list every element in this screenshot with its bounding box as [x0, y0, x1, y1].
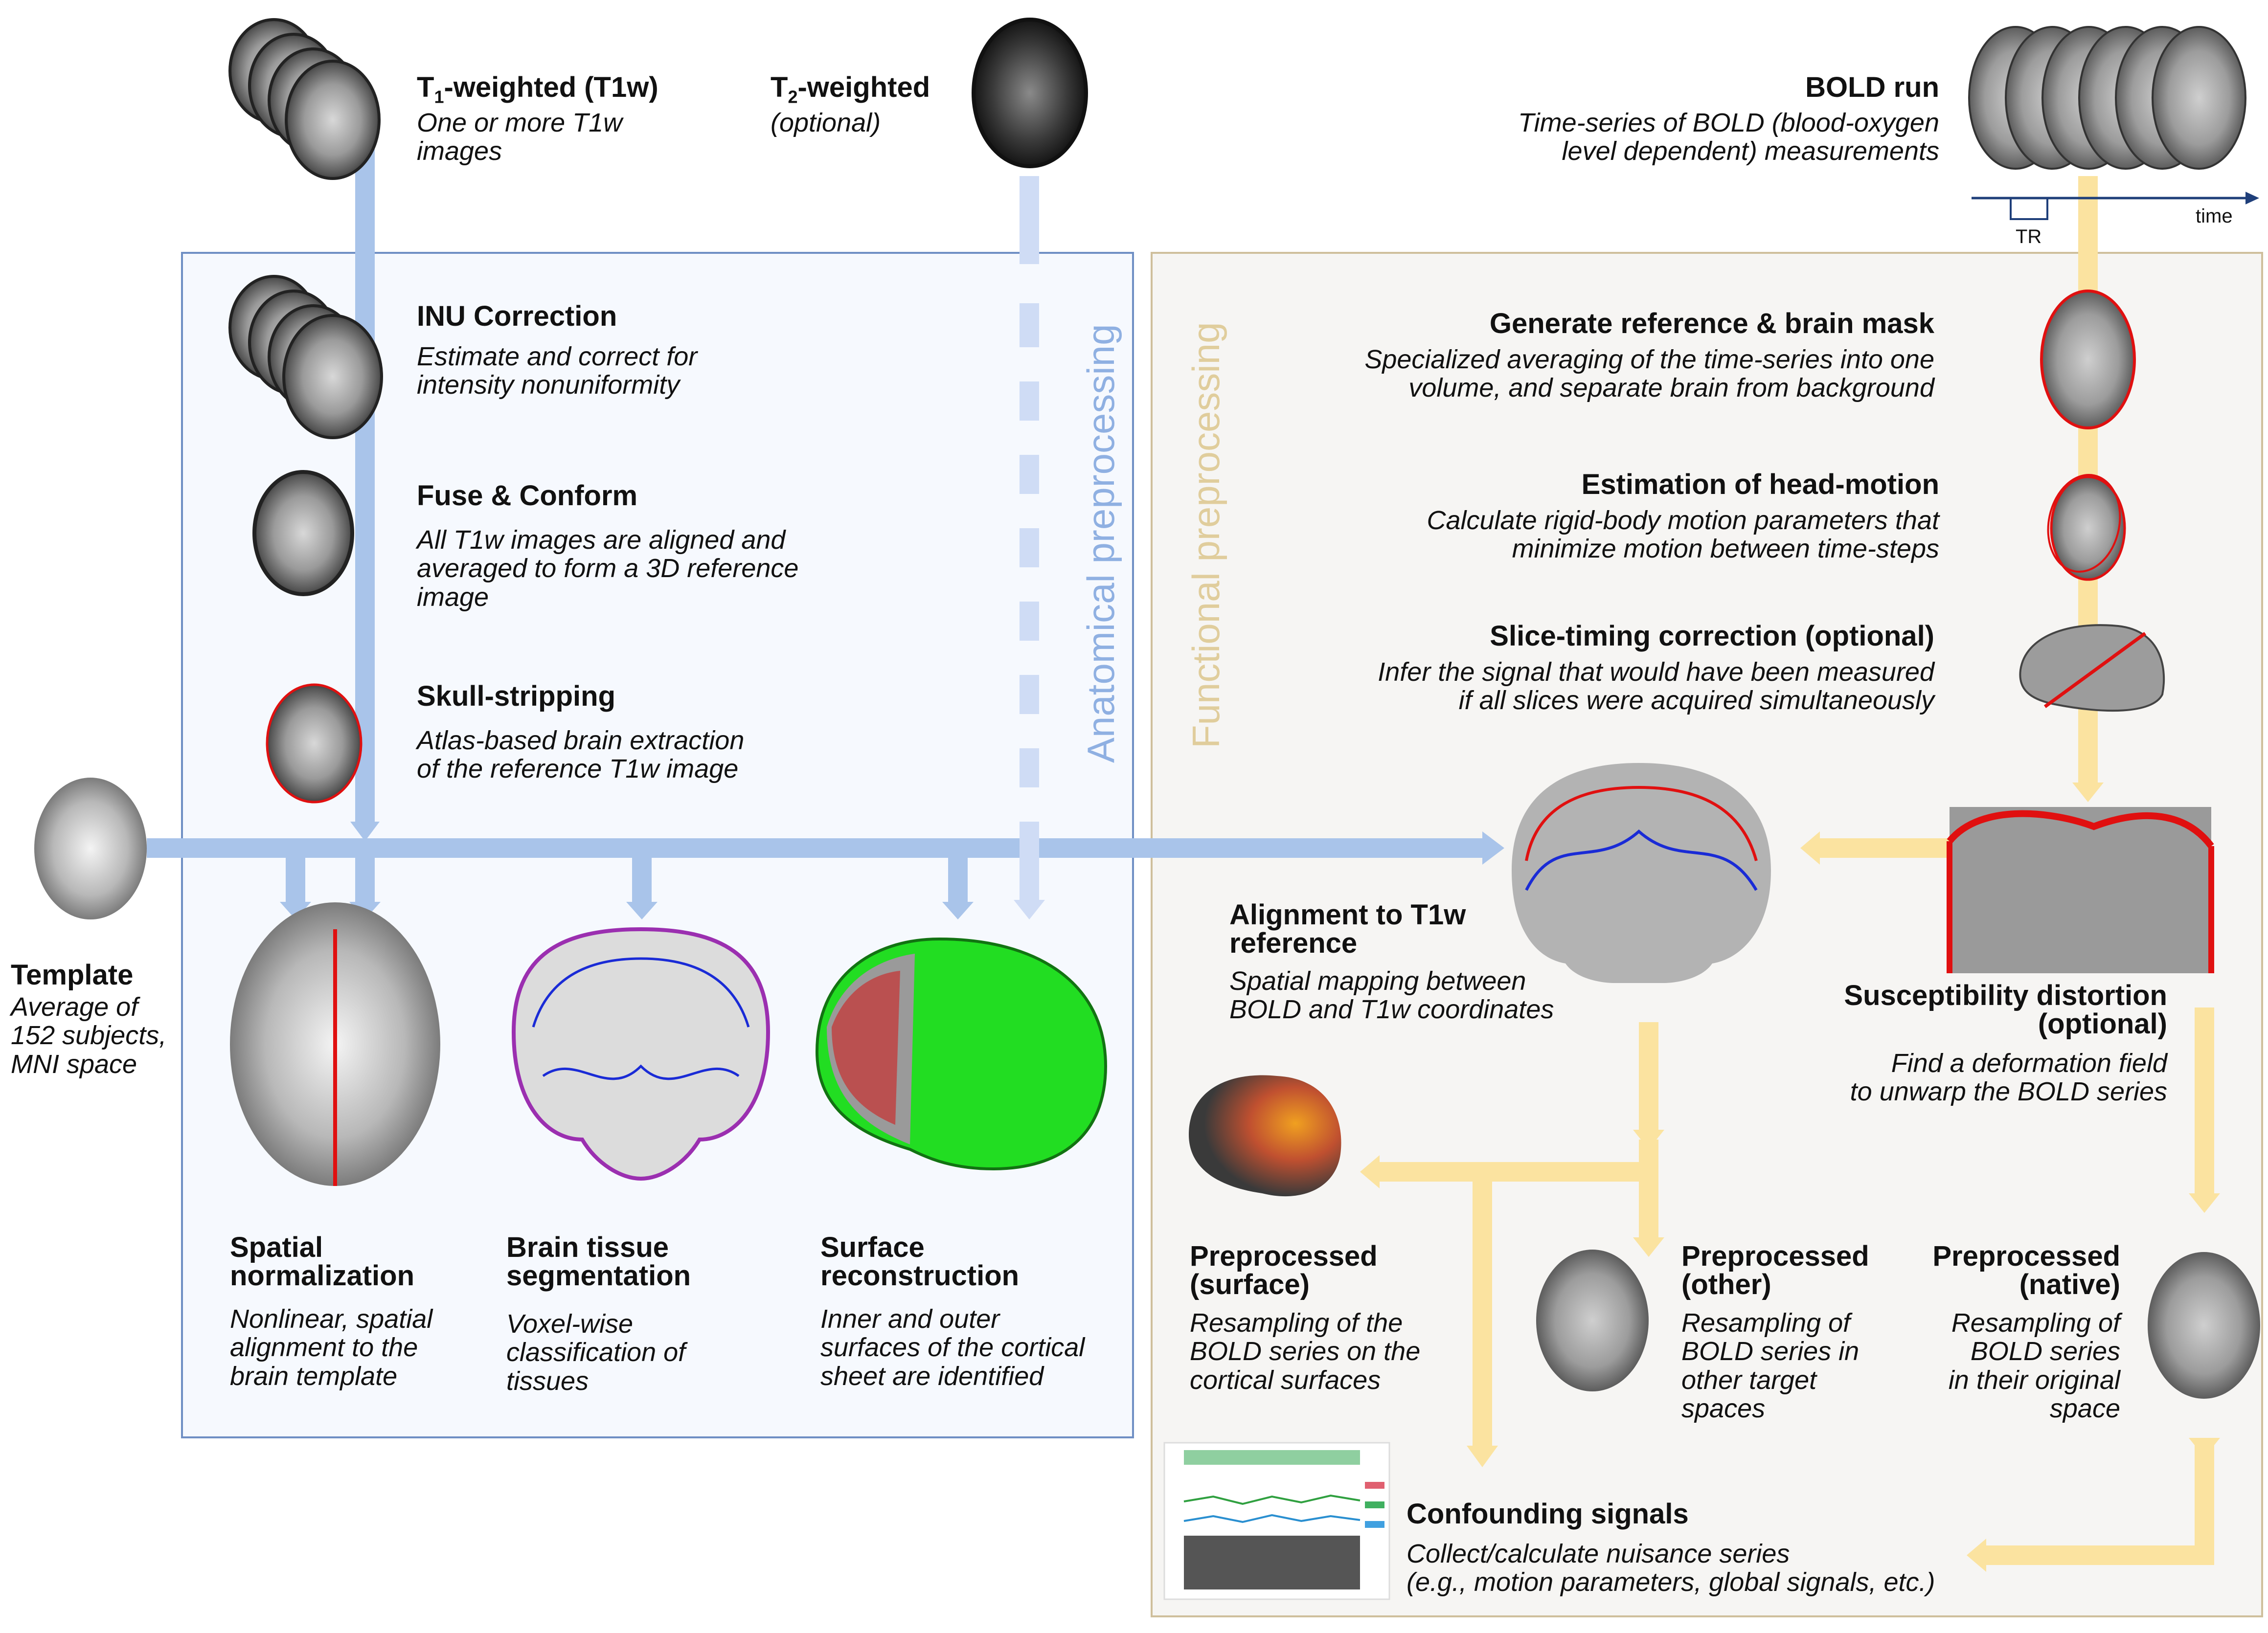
tr-label: TR: [2016, 226, 2042, 247]
bold-reference-mask-image: [2040, 290, 2136, 429]
time-axis: [1972, 192, 2259, 220]
confounds-description: Collect/calculate nuisance series(e.g., …: [1406, 1539, 1935, 1597]
anatomical-section-title: Anatomical preprocessing: [1079, 324, 1122, 763]
bold-run-image-stack: [1968, 26, 2246, 170]
confounds-title: Confounding signals: [1406, 1498, 1689, 1530]
tissue-segmentation-image: [511, 927, 771, 1181]
reference-mask-description: Specialized averaging of the time-series…: [1364, 345, 1934, 403]
template-title: Template: [11, 959, 134, 991]
susceptibility-distortion-image: [1947, 807, 2214, 973]
head-motion-title: Estimation of head-motion: [1581, 469, 1939, 500]
spatial-normalization-image: [230, 902, 440, 1186]
fuse-conform-title: Fuse & Conform: [417, 480, 638, 512]
template-image: [34, 778, 147, 919]
bold-run-title: BOLD run: [1805, 71, 1939, 103]
anatomical-arrows: [147, 98, 1504, 919]
t1w-image-stack: [228, 18, 381, 180]
slice-timing-title: Slice-timing correction (optional): [1490, 620, 1934, 652]
surface-output-image: [1189, 1075, 1341, 1197]
t1w-description: One or more T1w images: [417, 108, 623, 166]
t1w-title: T1-weighted (T1w): [417, 71, 658, 107]
functional-section-title: Functional preprocessing: [1184, 322, 1227, 748]
t2w-dashed-arrow: [1014, 176, 1045, 919]
surface-reconstruction-image: [815, 937, 1108, 1171]
slice-timing-description: Infer the signal that would have been me…: [1378, 657, 1934, 716]
reference-mask-title: Generate reference & brain mask: [1489, 308, 1934, 339]
fused-reference-image: [252, 470, 354, 596]
time-label: time: [2196, 205, 2233, 227]
susceptibility-title: Susceptibility distortion(optional): [1844, 980, 2167, 1040]
t2w-description: (optional): [771, 108, 881, 137]
other-output-image: [1536, 1250, 1649, 1391]
inu-image-stack: [228, 275, 383, 439]
inu-correction-title: INU Correction: [417, 300, 617, 332]
head-motion-description: Calculate rigid-body motion parameters t…: [1427, 506, 1939, 564]
preprocessed-native-title: Preprocessed(native): [1932, 1240, 2120, 1300]
preprocessed-surface-title: Preprocessed(surface): [1190, 1240, 1378, 1300]
skull-stripping-title: Skull-stripping: [417, 680, 615, 712]
slice-timing-image: [2019, 624, 2165, 712]
native-output-image: [2148, 1252, 2260, 1399]
head-motion-image: [2047, 474, 2126, 581]
confounds-plot-image: [1163, 1442, 1390, 1600]
t2w-image: [972, 18, 1088, 168]
skull-stripped-image: [266, 683, 363, 804]
t2w-title: T2-weighted: [771, 71, 930, 107]
preprocessed-other-title: Preprocessed(other): [1681, 1240, 1869, 1300]
alignment-image: [1512, 763, 1771, 983]
